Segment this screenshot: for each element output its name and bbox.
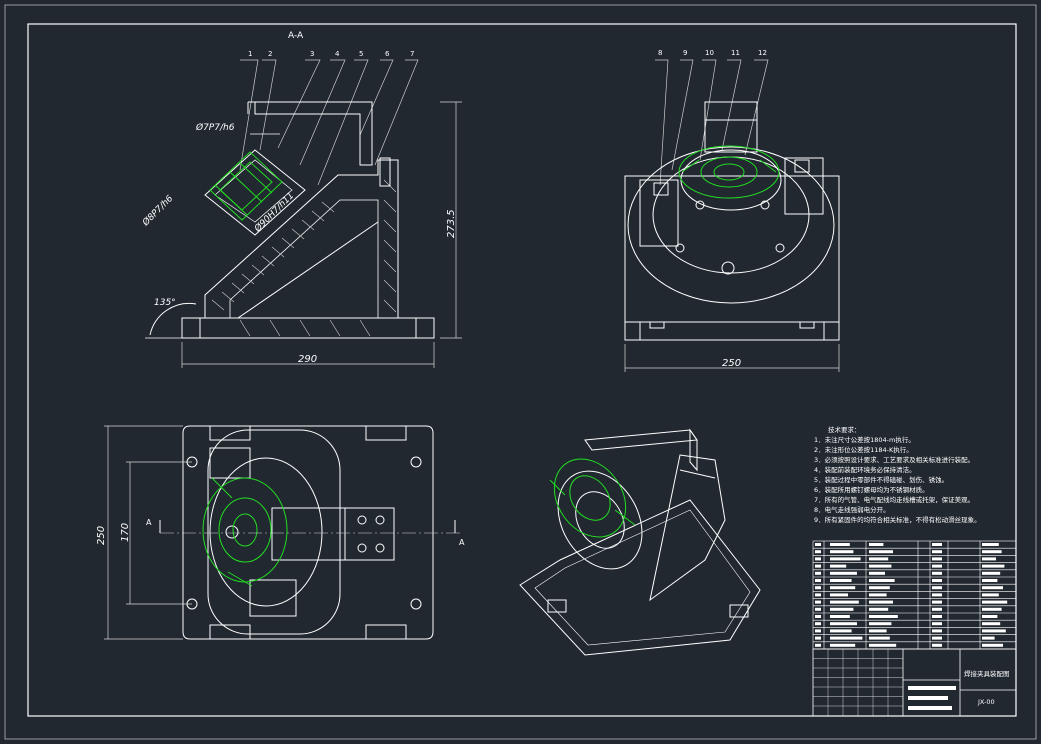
note-line: 9．所有紧固件的均符合相关标准，不得有松动滑丝现象。	[814, 515, 981, 524]
leader-3: 3	[310, 50, 314, 58]
technical-notes: 技术要求： 1．未注尺寸公差按1804-m执行。 2．未注形位公差按1184-K…	[814, 425, 981, 524]
fit-label-a: Ø7P7/h6	[195, 122, 235, 133]
leader-5: 5	[359, 50, 363, 58]
drawing-name: 焊接夹具装配图	[964, 669, 1010, 678]
inner-frame	[27, 23, 1017, 717]
section-title: A-A	[288, 31, 304, 41]
leader-6: 6	[385, 50, 390, 58]
top-width-dim: 250	[722, 358, 741, 369]
leader-1: 1	[248, 50, 252, 58]
top-view: 8 9 10 11 12	[624, 49, 840, 372]
leader-10: 10	[705, 49, 714, 57]
note-line: 1．未注尺寸公差按1804-m执行。	[814, 435, 915, 444]
isometric-view	[519, 428, 761, 656]
note-line: 8．电气走线强弱电分开。	[814, 505, 890, 514]
leader-2: 2	[268, 50, 272, 58]
leader-12: 12	[758, 49, 767, 57]
cut-label-right: A	[459, 538, 465, 547]
title-block: 焊接夹具装配图 JX-00	[812, 648, 1017, 717]
plan-view: A A 250 170	[96, 425, 465, 640]
drawing-code: JX-00	[977, 698, 995, 706]
leader-11: 11	[731, 49, 740, 57]
angle-label: 135°	[154, 298, 176, 308]
plan-outer-dim: 250	[96, 526, 107, 545]
note-line: 4．装配前装配环境务必保持清洁。	[814, 465, 916, 474]
section-width-dim: 290	[298, 354, 317, 365]
note-line: 2．未注形位公差按1184-K执行。	[814, 445, 913, 454]
plan-inner-dim: 170	[120, 523, 131, 542]
outer-frame	[4, 4, 1037, 740]
note-line: 7．所有的气管、电气配线均走线槽或托架，保证美观。	[814, 495, 974, 504]
section-leaders: 1 2 3 4 5 6 7	[248, 50, 414, 58]
leader-7: 7	[410, 50, 414, 58]
leader-4: 4	[335, 50, 340, 58]
note-line: 6．装配所用螺钉螺母均为不锈钢材质。	[814, 485, 929, 494]
parts-list	[812, 540, 1017, 650]
note-line: 5．装配过程中零部件不得磕碰、划伤、锈蚀。	[814, 475, 948, 484]
cut-label-left: A	[146, 518, 152, 527]
leader-9: 9	[683, 49, 687, 57]
leader-8: 8	[658, 49, 662, 57]
section-height-dim: 273.5	[446, 209, 457, 238]
notes-heading: 技术要求：	[828, 425, 861, 434]
note-line: 3．必须按照设计要求、工艺要求及相关标准进行装配。	[814, 455, 974, 464]
